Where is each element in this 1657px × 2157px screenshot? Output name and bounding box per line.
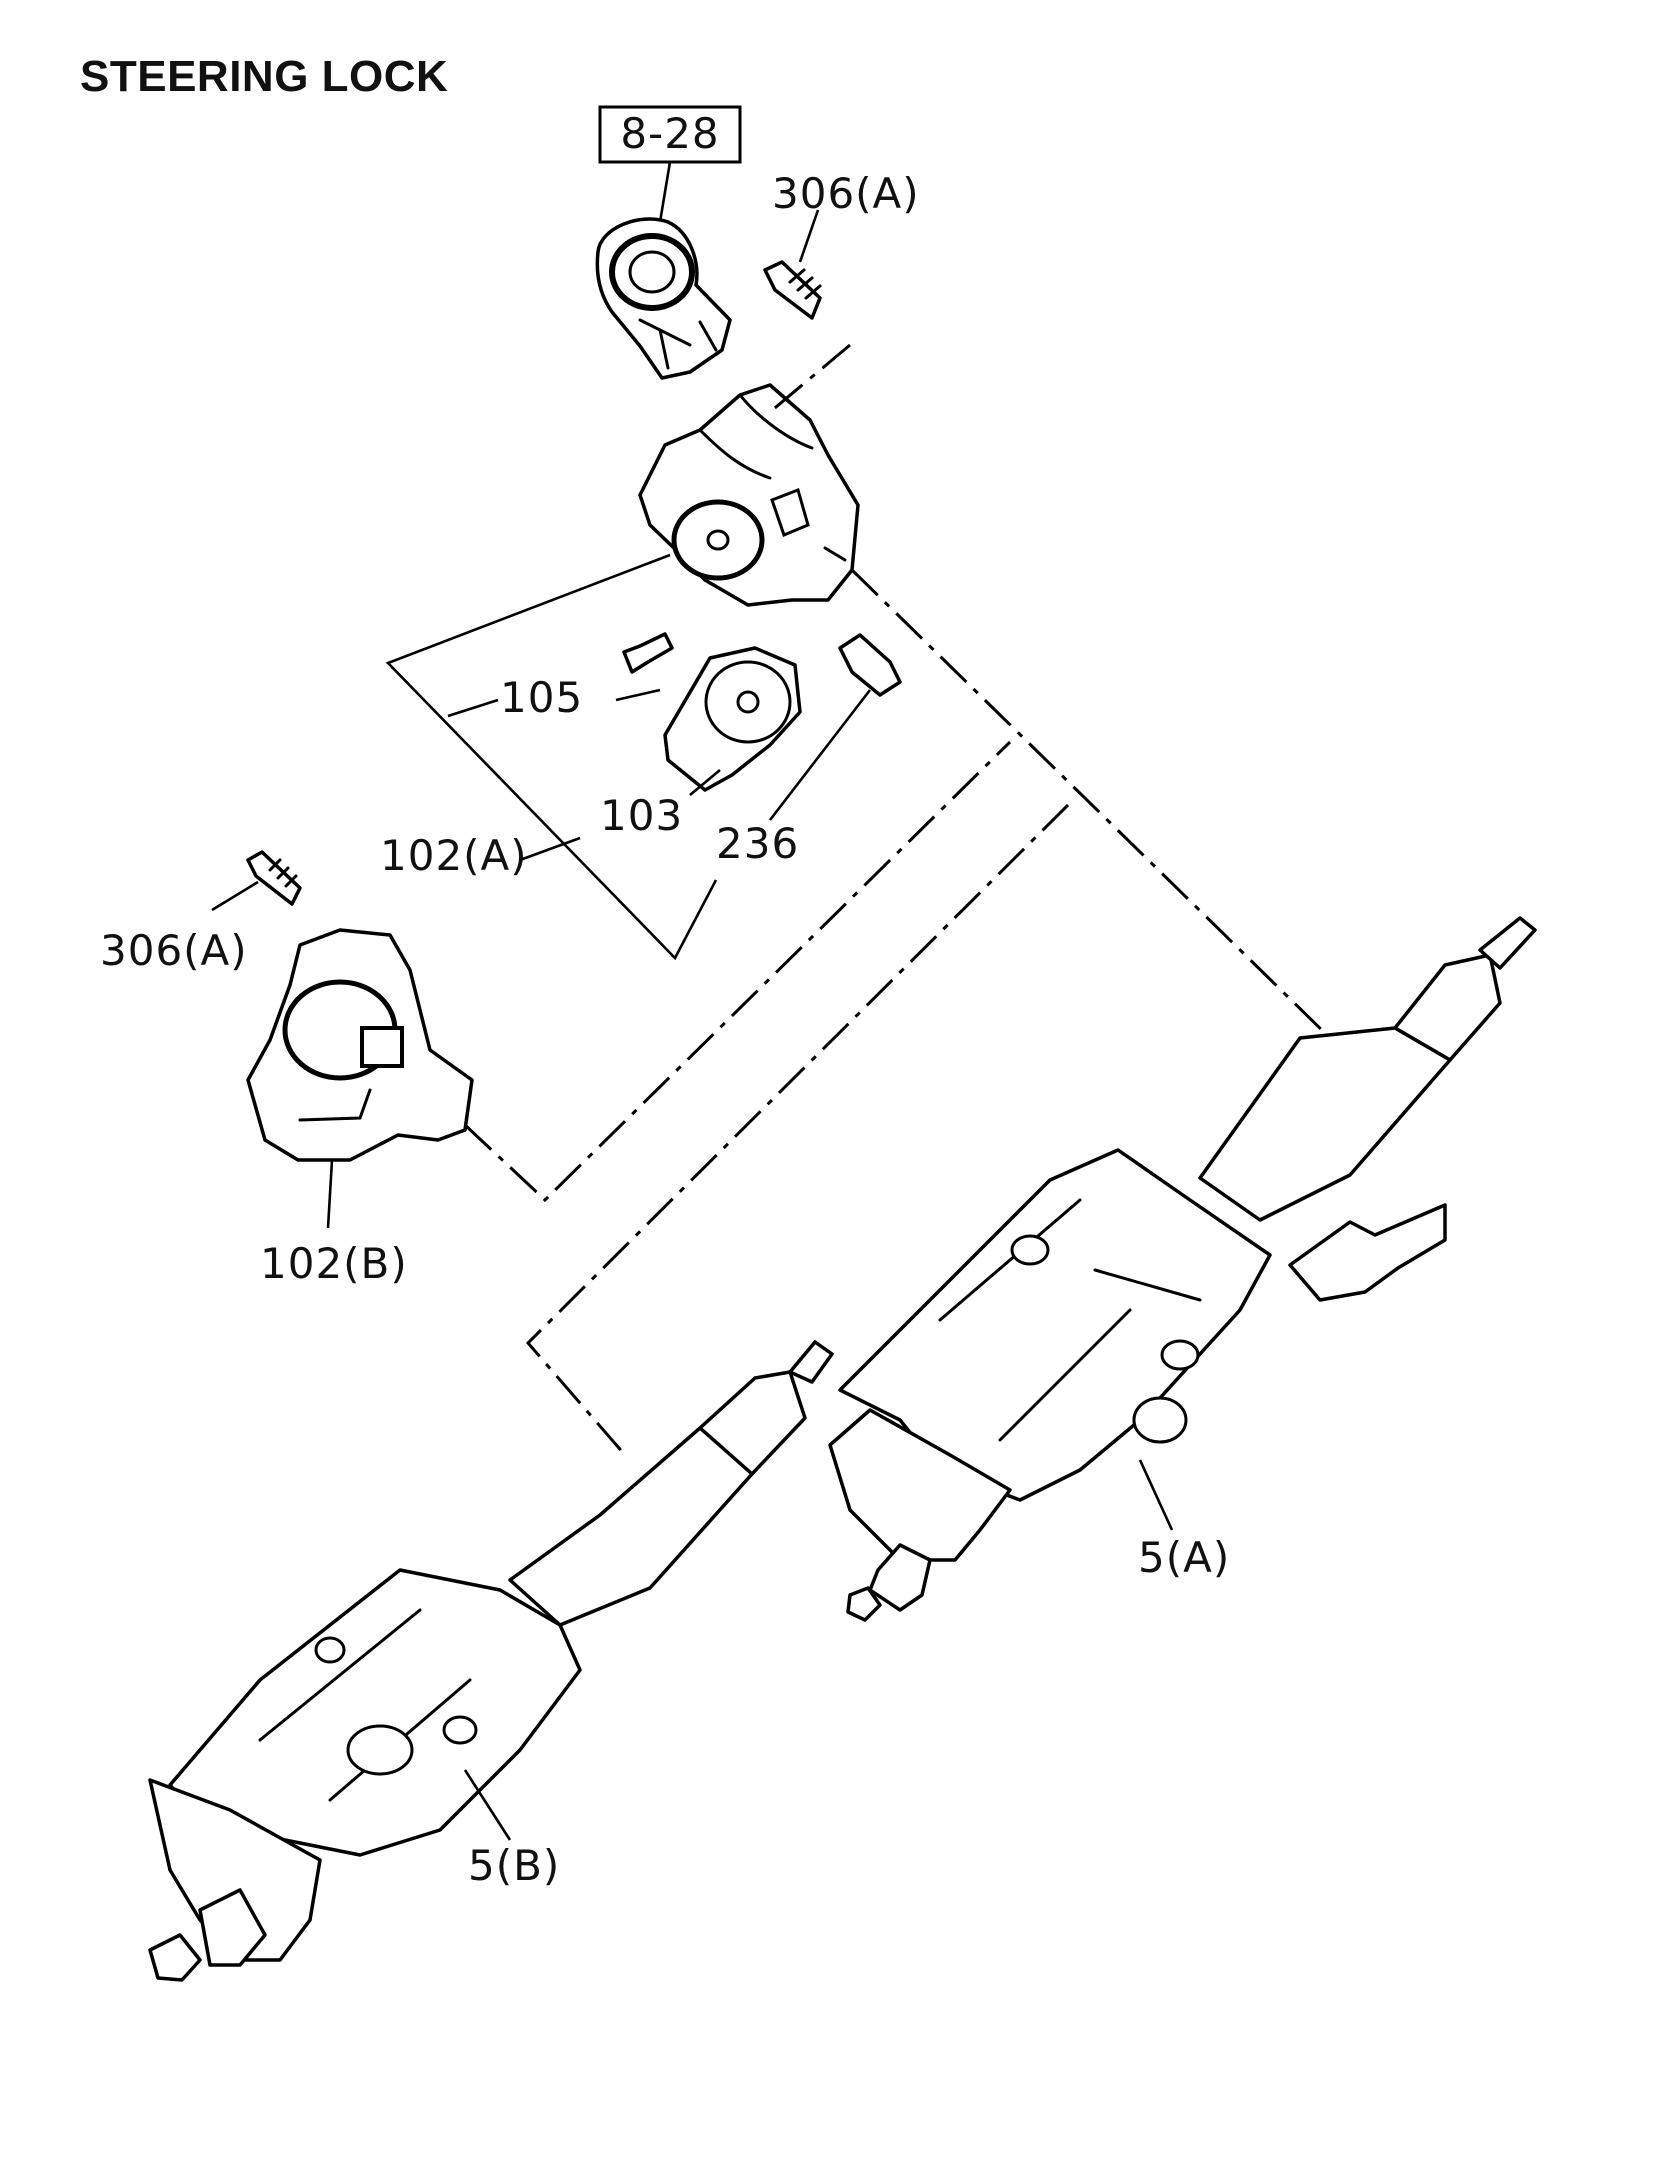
callout-105: 105 <box>500 673 583 722</box>
callout-236: 236 <box>716 819 799 868</box>
ref-box-8-28: 8-28 <box>598 105 742 223</box>
part-236: 236 <box>716 633 902 868</box>
bolt-306a-top: 306(A) <box>763 169 920 320</box>
bolt-306a-left: 306(A) <box>100 850 302 975</box>
page-title: STEERING LOCK <box>80 52 449 101</box>
lock-housing-102b: 102(B) <box>246 928 474 1288</box>
steering-column-5a: 5(A) <box>828 916 1537 1622</box>
key-cylinder-part <box>595 217 732 380</box>
alignment-lines <box>463 343 1332 1456</box>
lock-housing-upper <box>638 383 860 607</box>
module-103: 103 <box>600 646 802 840</box>
bracket-102a: 102(A) <box>380 553 718 961</box>
callout-306a-top: 306(A) <box>772 169 920 218</box>
bolt-105: 105 <box>447 632 674 722</box>
callout-5b: 5(B) <box>468 1841 560 1890</box>
ref-box-label: 8-28 <box>620 109 719 158</box>
callout-5a: 5(A) <box>1138 1533 1230 1582</box>
callout-103: 103 <box>600 791 683 840</box>
callout-102b: 102(B) <box>260 1239 408 1288</box>
callout-306a-left: 306(A) <box>100 926 248 975</box>
steering-column-5b: 5(B) <box>148 1340 834 1982</box>
callout-102a: 102(A) <box>380 831 528 880</box>
